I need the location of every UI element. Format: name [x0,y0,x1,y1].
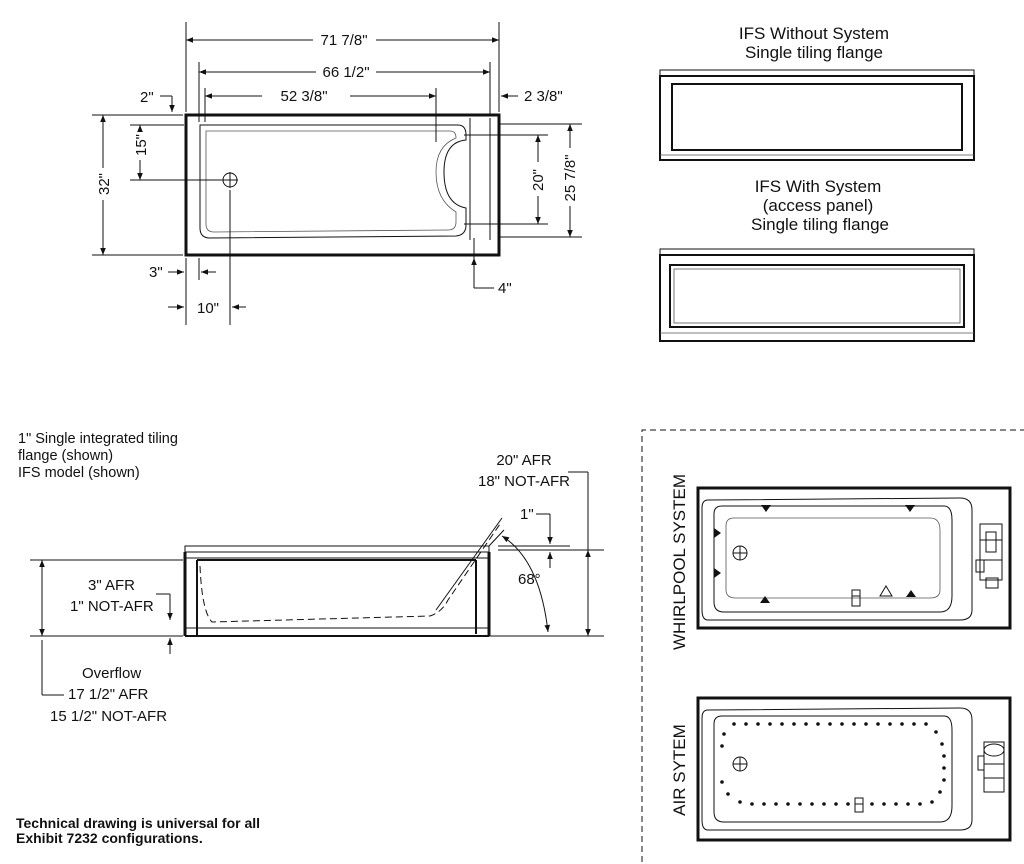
system-panel: WHIRLPOOL SYSTEM [641,429,1024,862]
drain-crosshair-icon [222,172,238,188]
footer-line-2: Exhibit 7232 configurations. [16,830,203,846]
front-view-2-subtitle-2: Single tiling flange [751,215,889,234]
suction-fitting-icon [851,589,861,607]
footer-line-1: Technical drawing is universal for all [16,815,260,831]
dim-left-offset: 2" [140,89,154,106]
suction-fitting-icon [854,797,864,813]
basin-outline [199,124,467,239]
top-plan-view: 71 7/8" 66 1/2" 52 3/8" 2" 2 3/8" 32" 15… [92,22,582,325]
front-view-2-subtitle: (access panel) [763,196,874,215]
side-elevation: 1" Single integrated tiling flange (show… [18,431,604,725]
footer-note: Technical drawing is universal for all E… [16,815,260,846]
front-view-1-subtitle: Single tiling flange [745,43,883,62]
air-system-label: AIR SYTEM [670,724,689,816]
basin-inner [205,130,457,233]
dim-bottom-right: 4" [498,280,512,297]
dim-overall-width: 32" [96,173,113,195]
dim-basin-width: 20" [530,169,547,191]
dim-inner-length: 66 1/2" [322,64,369,81]
front-view-with-system: IFS With System (access panel) Single ti… [659,177,975,342]
front-view-2-title: IFS With System [755,177,882,196]
tub-outline [184,113,501,257]
side-note-line-2: flange (shown) [18,448,113,464]
overflow-label: Overflow [82,665,141,682]
dim-height-afr: 20" AFR [496,452,552,469]
dim-overall-length: 71 7/8" [320,32,367,49]
basin-profile-dashed [199,523,501,623]
pump-motor-icon [977,741,1005,793]
dim-right-offset: 2 3/8" [524,88,563,105]
front-view-1-title: IFS Without System [739,24,889,43]
dim-bottom-left: 3" [149,264,163,281]
side-note-line-3: IFS model (shown) [18,465,140,481]
air-jets [720,722,946,806]
dim-base-afr: 3" AFR [88,577,135,594]
jet-triangle-icon [714,505,916,603]
dim-base-not-afr: 1" NOT-AFR [70,598,154,615]
dim-height-not-afr: 18" NOT-AFR [478,473,570,490]
drain-crosshair-icon [732,545,748,561]
overflow-not-afr: 15 1/2" NOT-AFR [50,708,167,725]
pump-motor-icon [975,523,1003,589]
front-view-without-system: IFS Without System Single tiling flange [659,24,975,161]
overflow-afr: 17 1/2" AFR [68,686,149,703]
dim-drain-from-top: 15" [133,134,150,156]
dim-basin-length: 52 3/8" [280,88,327,105]
dim-angle: 68° [518,571,541,588]
side-note-line-1: 1" Single integrated tiling [18,431,178,447]
dim-inner-width: 25 7/8" [562,154,579,201]
dim-flange: 1" [520,506,534,523]
whirlpool-system-label: WHIRLPOOL SYSTEM [670,474,689,650]
dim-drain-from-left: 10" [197,300,219,317]
drain-crosshair-icon [732,756,748,772]
